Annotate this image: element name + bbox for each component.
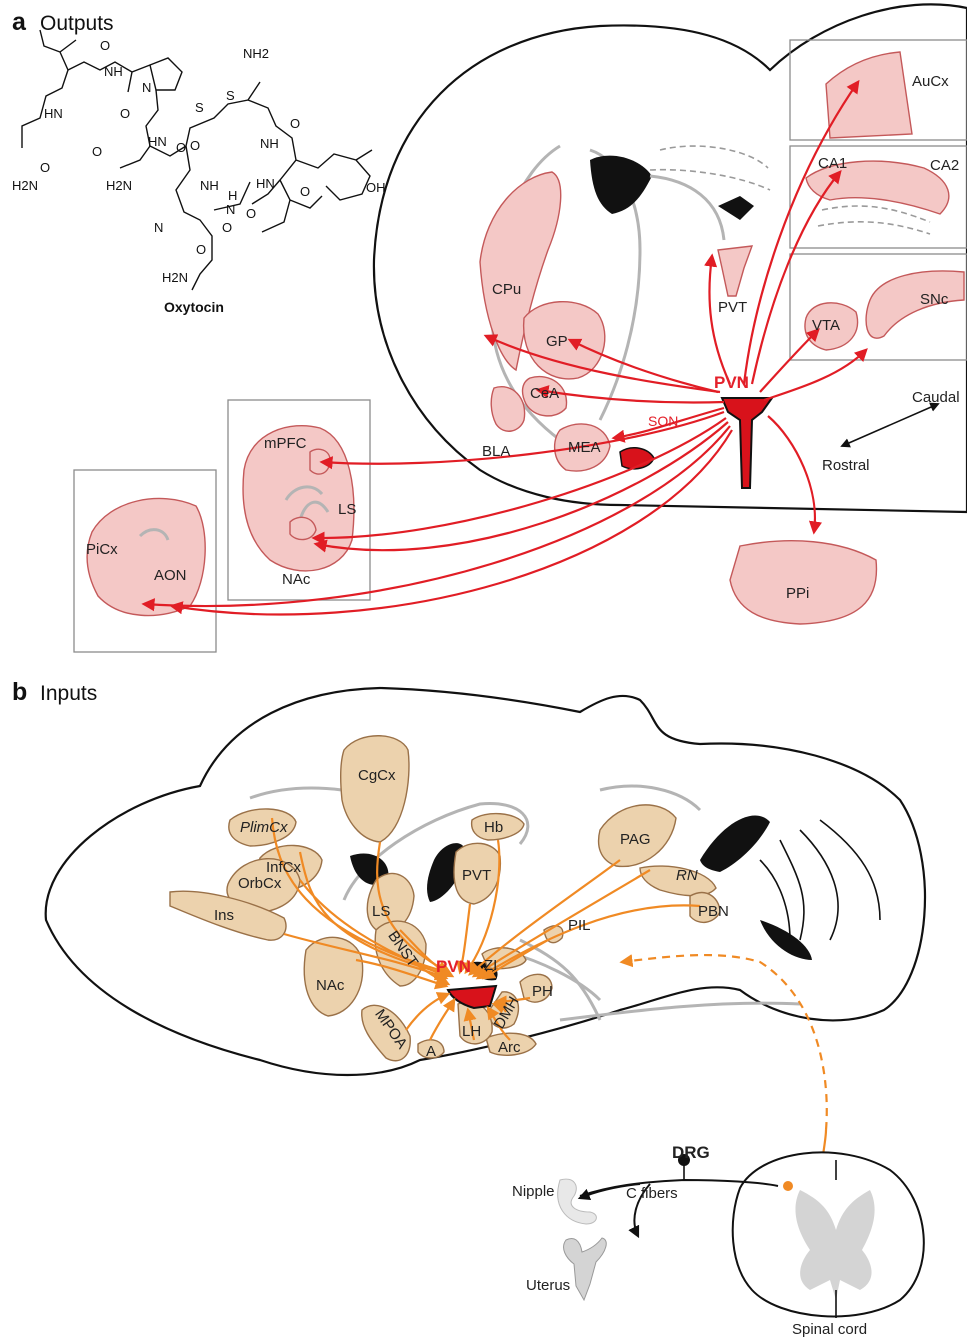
atom-label: N bbox=[142, 80, 151, 95]
atom-label: S bbox=[226, 88, 235, 103]
molecule-name: Oxytocin bbox=[164, 299, 224, 315]
atom-label: H bbox=[228, 188, 237, 203]
region-aucx: AuCx bbox=[912, 73, 949, 90]
region-pag: PAG bbox=[620, 831, 651, 848]
region-plimcx: PlimCx bbox=[240, 819, 288, 836]
atom-label: OH bbox=[366, 180, 386, 195]
atom-label: O bbox=[222, 220, 232, 235]
region-orbcx: OrbCx bbox=[238, 875, 282, 892]
region-ca1: CA1 bbox=[818, 155, 847, 172]
atom-label: HN bbox=[44, 106, 63, 121]
drg-label: DRG bbox=[672, 1143, 710, 1162]
region-ppi: PPi bbox=[786, 585, 809, 602]
region-cgcx: CgCx bbox=[358, 767, 396, 784]
uterus-label: Uterus bbox=[526, 1277, 570, 1294]
atom-label: H2N bbox=[12, 178, 38, 193]
atom-label: NH bbox=[104, 64, 123, 79]
atom-label: O bbox=[40, 160, 50, 175]
region-ph: PH bbox=[532, 983, 553, 1000]
pvn-label-inputs: PVN bbox=[436, 957, 471, 976]
region-pil: PIL bbox=[568, 917, 591, 934]
atom-label: H2N bbox=[106, 178, 132, 193]
region-pbn: PBN bbox=[698, 903, 729, 920]
region-infcx: InfCx bbox=[266, 859, 302, 876]
atom-label: NH bbox=[200, 178, 219, 193]
atom-label: HN bbox=[148, 134, 167, 149]
region-bla: BLA bbox=[482, 443, 510, 460]
region-lh: LH bbox=[462, 1023, 481, 1040]
atom-label: O bbox=[196, 242, 206, 257]
region-ls-out: LS bbox=[338, 501, 356, 518]
panel-b-letter: b bbox=[12, 678, 27, 706]
region-cpu: CPu bbox=[492, 281, 521, 298]
atom-label: NH2 bbox=[243, 46, 269, 61]
panel-a-letter: a bbox=[12, 8, 27, 36]
axis-caudal: Caudal bbox=[912, 389, 960, 406]
oxytocin-structure: NH2 NH N O O HN S S HN NH O O H2N O O NH… bbox=[12, 30, 386, 315]
region-cea: CeA bbox=[530, 385, 559, 402]
region-a: A bbox=[426, 1043, 436, 1060]
region-pvt-in: PVT bbox=[462, 867, 491, 884]
region-gp: GP bbox=[546, 333, 568, 350]
region-ca2: CA2 bbox=[930, 157, 959, 174]
region-mpfc: mPFC bbox=[264, 435, 307, 452]
atom-label: N bbox=[226, 202, 235, 217]
atom-label: O bbox=[100, 38, 110, 53]
region-vta: VTA bbox=[812, 317, 840, 334]
region-nac-out: NAc bbox=[282, 571, 311, 588]
atom-label: O bbox=[92, 144, 102, 159]
spinal-cord-label: Spinal cord bbox=[792, 1321, 867, 1338]
region-nac-in: NAc bbox=[316, 977, 345, 994]
region-ins: Ins bbox=[214, 907, 234, 924]
region-ls-in: LS bbox=[372, 903, 390, 920]
atom-label: O bbox=[246, 206, 256, 221]
region-picx: PiCx bbox=[86, 541, 118, 558]
son-label: SON bbox=[648, 413, 678, 429]
atom-label: N bbox=[154, 220, 163, 235]
atom-label: H2N bbox=[162, 270, 188, 285]
panel-a-title: Outputs bbox=[40, 12, 114, 35]
region-mea: MEA bbox=[568, 439, 601, 456]
atom-label: O bbox=[300, 184, 310, 199]
atom-label: O bbox=[190, 138, 200, 153]
panel-b-title: Inputs bbox=[40, 682, 97, 705]
atom-label: O bbox=[120, 106, 130, 121]
c-fibers-label: C fibers bbox=[626, 1185, 678, 1202]
atom-label: O bbox=[290, 116, 300, 131]
atom-label: NH bbox=[260, 136, 279, 151]
atom-label: HN bbox=[256, 176, 275, 191]
atom-label: O bbox=[176, 140, 186, 155]
nipple-label: Nipple bbox=[512, 1183, 555, 1200]
atom-label: S bbox=[195, 100, 204, 115]
region-zi: ZI bbox=[484, 957, 497, 974]
region-snc: SNc bbox=[920, 291, 949, 308]
pvn-label-outputs: PVN bbox=[714, 373, 749, 392]
region-arc: Arc bbox=[498, 1039, 521, 1056]
region-rn: RN bbox=[676, 867, 698, 884]
periphery: DRG C fibers Nipple Uterus Spinal cord bbox=[512, 1143, 924, 1338]
axis-rostral: Rostral bbox=[822, 457, 870, 474]
region-pvt-out: PVT bbox=[718, 299, 747, 316]
region-hb: Hb bbox=[484, 819, 503, 836]
region-aon: AON bbox=[154, 567, 187, 584]
